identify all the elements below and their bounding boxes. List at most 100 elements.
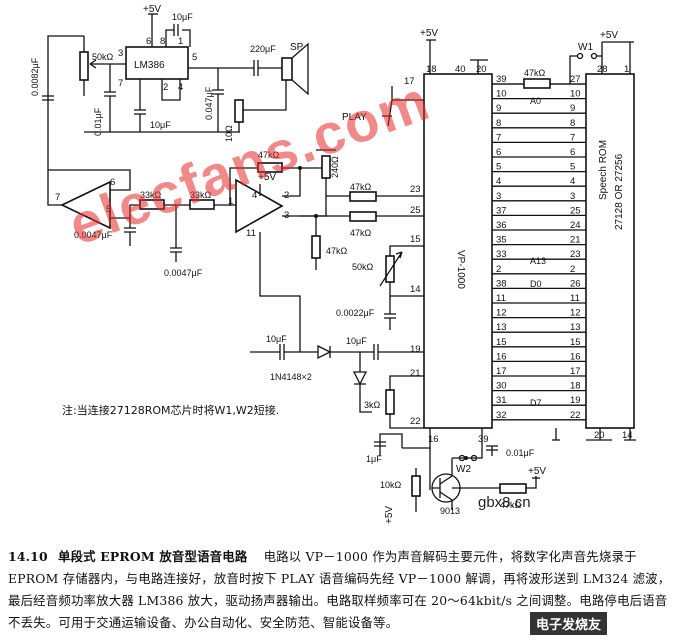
pot-50k-label: 50kΩ: [92, 52, 114, 62]
rom-bus-pin: 5: [570, 162, 575, 173]
transistor-label: 9013: [440, 506, 460, 516]
pot-arrow: [379, 251, 403, 287]
wire: [601, 41, 634, 74]
vp-bus-pin: 16: [496, 351, 507, 362]
rom-bus-pin: 23: [570, 249, 581, 260]
cap-0047-lm-label: 0.047μF: [204, 86, 214, 120]
resistor-47k-tr: [499, 483, 527, 494]
capacitor-001: [104, 64, 116, 132]
vp-bus-pin: 17: [496, 366, 507, 377]
bus-d7-label: D7: [530, 398, 542, 408]
lm386-pin-5: 5: [192, 52, 197, 63]
cap-0047-b-label: 0.0047μF: [164, 268, 203, 278]
ground: [470, 59, 488, 74]
cap-001-label: 0.01μF: [93, 107, 103, 136]
wire: [229, 167, 258, 206]
res-240-label: 240Ω: [330, 156, 340, 178]
filter-pin-5: 5: [106, 204, 111, 215]
vp-bus-pin: 10: [496, 89, 507, 100]
watermark-secondary: gbx8.cn: [478, 494, 531, 511]
wire: [259, 232, 301, 352]
resistor-10ohm: [234, 99, 244, 123]
res-47k-25-label: 47kΩ: [350, 228, 372, 238]
diodes-label: 1N4148×2: [270, 372, 312, 382]
w1-jumper-a: [576, 52, 584, 60]
wire: [426, 39, 436, 74]
rom-bus-pin: 15: [570, 337, 581, 348]
vp-bus-pin: 3: [496, 191, 501, 202]
vp1000-label: VP-1000: [455, 250, 466, 289]
resistor-3k: [385, 389, 395, 415]
bus-a13-label: A13: [530, 256, 546, 266]
capacitor-001-b: [486, 445, 498, 456]
vcc-lm386-label: +5V: [143, 4, 161, 15]
rom-pin-20: 20: [594, 430, 605, 441]
vp-bus-pin: 13: [496, 322, 507, 333]
site-logo: 电子发烧友: [530, 612, 608, 635]
capacitor-10uf-b: [373, 344, 379, 360]
figure-description: 电路以 VP－1000 作为声音解码主要元件，将数字化声音先烧录于 EPROM …: [8, 549, 671, 630]
capacitor-0047-b: [170, 205, 182, 262]
speaker-body: [281, 57, 293, 81]
rom-bus-pin: 2: [570, 264, 575, 275]
vp-bus-pin: 11: [496, 293, 506, 304]
vp-bus-pin: 36: [496, 220, 507, 231]
rom-bus-pin: 22: [570, 410, 581, 421]
transistor-leads: [432, 475, 453, 501]
rom-bus-pin: 11: [570, 293, 580, 304]
wire: [110, 204, 140, 219]
rom-pin-1: 1: [624, 64, 629, 75]
resistor-47k-25: [349, 211, 377, 222]
lm386-pin-7: 7: [118, 78, 123, 89]
play-label: PLAY: [342, 112, 367, 123]
cap-10uf-label: 10μF: [172, 12, 193, 22]
rom-bus-pin: 7: [570, 132, 575, 143]
vp-bus-pin: 9: [496, 103, 501, 114]
lm386-label: LM386: [134, 60, 165, 71]
capacitor-10uf-lm: [134, 79, 146, 132]
cap-220uf-label: 220μF: [250, 44, 276, 54]
w2-jumper-b: [470, 454, 478, 462]
res-47k-fb-label: 47kΩ: [258, 150, 280, 160]
wire: [161, 79, 181, 101]
lm324-opamp: [235, 178, 284, 234]
wire: [526, 476, 537, 489]
w2-label: W2: [456, 464, 471, 475]
vp-bus-pin: 32: [496, 410, 507, 421]
lm386-pin-3: 3: [118, 48, 123, 59]
rom-bus-pin: 16: [570, 351, 581, 362]
w1-label: W1: [578, 42, 593, 53]
rom-bus-pin: 13: [570, 322, 581, 333]
vp-pin-19: 19: [410, 344, 421, 355]
vp-pin-17: 17: [404, 76, 415, 87]
rom-bus-pin: 24: [570, 220, 581, 231]
capacitor-0082: [42, 95, 54, 101]
vp-bus-pin: 8: [496, 118, 501, 129]
res-47k-rom-label: 47kΩ: [524, 68, 546, 78]
wire: [389, 245, 424, 256]
resistor-47k-rom: [523, 78, 551, 89]
wire: [452, 428, 483, 459]
vp-pin-25: 25: [410, 205, 421, 216]
rom-label-2: 27128 OR 27256: [614, 153, 625, 230]
vp-pin-23: 23: [410, 184, 421, 195]
cap-0082-label: 0.0082μF: [30, 57, 40, 96]
vp-pin-39: 39: [478, 434, 489, 445]
vp-pin-15: 15: [410, 234, 421, 245]
bus-a0-label: A0: [530, 96, 541, 106]
vp-bus-pin: 15: [496, 337, 507, 348]
res-47k-gnd-label: 47kΩ: [326, 246, 348, 256]
vp-bus-pin: 37: [496, 205, 507, 216]
wire: [47, 170, 62, 206]
speaker-cone: [291, 42, 309, 96]
resistor-47k-gnd: [311, 235, 321, 259]
capacitor-00022: [384, 296, 396, 330]
res-3k-label: 3kΩ: [364, 400, 381, 410]
ground-rom: [552, 428, 636, 441]
rom-label-1: Speech ROM: [598, 140, 609, 200]
wire: [240, 80, 287, 111]
filter-pin-7: 7: [55, 192, 60, 203]
vp-pin-16: 16: [428, 434, 439, 445]
vp-bus-pin: 6: [496, 147, 501, 158]
